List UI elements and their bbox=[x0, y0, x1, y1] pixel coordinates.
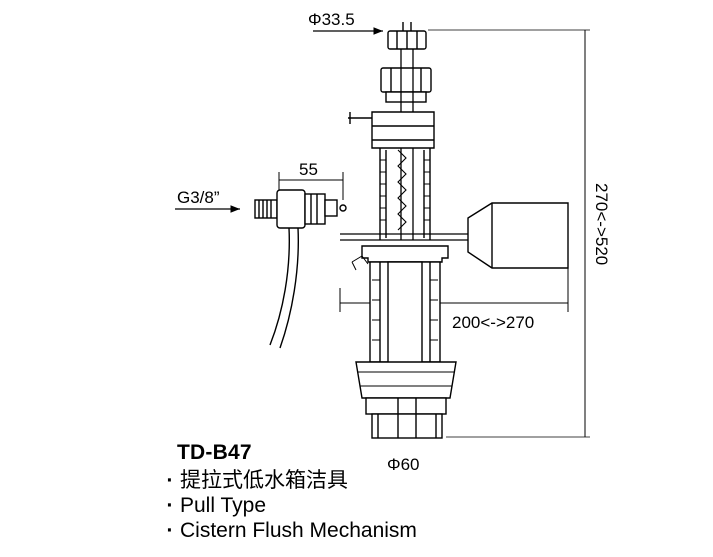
inlet-thread-label: G3/8” bbox=[177, 188, 220, 207]
height-dimension: 270<->520 bbox=[428, 29, 611, 438]
bellows-pleats bbox=[380, 149, 430, 231]
caption-chinese-text: 提拉式低水箱洁具 bbox=[180, 469, 348, 492]
caption-cistern-text: Cistern Flush Mechanism bbox=[180, 519, 417, 542]
bullet-2: · bbox=[166, 494, 174, 517]
top-diameter-dimension: Φ33.5 bbox=[308, 10, 383, 35]
valve-housing bbox=[355, 245, 457, 439]
locking-nut bbox=[380, 67, 432, 103]
height-range-label: 270<->520 bbox=[592, 183, 611, 265]
caption-line-cistern: · Cistern Flush Mechanism bbox=[160, 519, 417, 543]
inlet-width-label: 55 bbox=[299, 160, 318, 179]
caption-line-pull-type: · Pull Type bbox=[160, 494, 267, 518]
inlet-hose bbox=[269, 227, 299, 349]
caption-line-chinese: · 提拉式低水箱洁具 bbox=[160, 469, 349, 493]
valve-ribs bbox=[351, 255, 454, 387]
top-diameter-label: Φ33.5 bbox=[308, 10, 355, 29]
bullet-3: · bbox=[166, 519, 174, 542]
model-number: TD-B47 bbox=[177, 441, 252, 464]
outlet-diameter-label: Φ60 bbox=[387, 455, 419, 474]
inlet-fitting bbox=[254, 189, 347, 229]
overflow-tube bbox=[348, 111, 435, 240]
bullet-1: · bbox=[166, 469, 174, 492]
float bbox=[467, 202, 569, 269]
inlet-width-dimension: 55 bbox=[278, 160, 344, 200]
caption-pull-type-text: Pull Type bbox=[180, 494, 266, 517]
float-arm bbox=[340, 233, 480, 241]
width-range-label: 200<->270 bbox=[452, 313, 534, 332]
pull-knob bbox=[387, 22, 427, 50]
outlet-diameter-dimension: Φ60 bbox=[387, 455, 419, 474]
inlet-thread-dimension: G3/8” bbox=[175, 188, 240, 213]
